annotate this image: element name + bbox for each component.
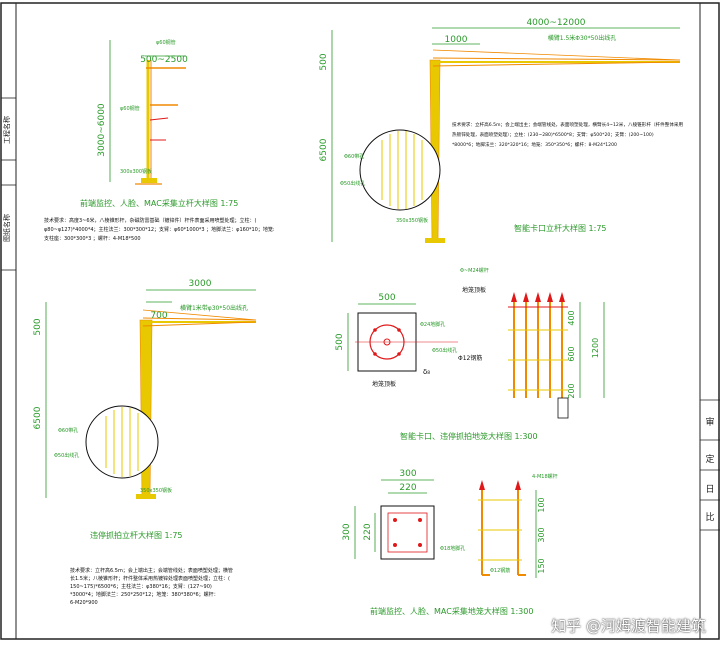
watermark: 知乎 @河姆渡智能建筑 bbox=[551, 617, 706, 635]
d2-dim-arm-total: 4000~12000 bbox=[526, 18, 585, 28]
d2-label-base: 350x350钢板 bbox=[396, 217, 428, 224]
d5-title: 前端监控、人脸、MAC采集地笼大样图 1:300 bbox=[370, 606, 533, 616]
d4-title: 智能卡口、违停抓拍地笼大样图 1:300 bbox=[400, 431, 538, 441]
d1-tech-2: φ80~φ127)*4000*4；主柱法兰：300*300*12；支臂：φ60*… bbox=[44, 226, 275, 233]
d4-label-right1: Φ24地脚孔 bbox=[420, 321, 445, 328]
d1-dim-height: 3000~6000 bbox=[97, 103, 107, 157]
d5-dim-side-mid: 300 bbox=[537, 527, 546, 542]
right-strip-mark-3: 日 bbox=[705, 484, 714, 495]
d3-label-pipe60: Φ60带孔 bbox=[58, 427, 78, 434]
d4-dim-side-total: 1200 bbox=[591, 338, 600, 358]
d2-arm-label: 横臂1.5米Φ30*50出线孔 bbox=[548, 34, 617, 42]
d5-label-steel: Φ12钢筋 bbox=[490, 567, 510, 574]
d4-label-plate: 地笼顶板 bbox=[372, 380, 396, 388]
d4-dim-side-bottom: 200 bbox=[567, 383, 576, 398]
d2-tech-1: 技术要求：立杆高6.5m；会上端出主；会端管线处，表面喷塑处理，横臂长4~12米… bbox=[452, 121, 684, 128]
d3-dim-arm-total: 3000 bbox=[189, 279, 212, 289]
d5-label-top: 4-M18螺杆 bbox=[532, 473, 558, 480]
pole-detail-parking-enforcement: 3000 700 横臂1米带φ30*50出线孔 500 6500 Φ60带孔 Φ… bbox=[33, 279, 257, 606]
left-strip-label-2: 图纸名称 bbox=[2, 214, 11, 242]
d4-dim-w: 500 bbox=[378, 293, 395, 303]
d4-label-rebar: 地笼顶板 bbox=[462, 286, 486, 294]
d3-tech-3: 150~175)*6500*6；主柱法兰：φ380*16；支臂：(127~90) bbox=[70, 583, 212, 590]
d4-dim-side-mid: 600 bbox=[567, 346, 576, 361]
d3-tech-4: *3000*4；地脚法兰：250*250*12；地笼：380*380*6；螺杆： bbox=[70, 591, 219, 598]
right-strip-mark-2: 定 bbox=[705, 453, 714, 465]
right-strip-mark-1: 审 bbox=[705, 416, 714, 428]
d2-tech-2: 热镀锌处理，表面喷塑处理）；立柱：(230~280)*6500*8；支臂：φ50… bbox=[452, 131, 654, 138]
d2-title: 智能卡口立杆大样图 1:75 bbox=[514, 223, 607, 233]
d5-dim-side-top: 100 bbox=[537, 497, 546, 512]
d5-dim-side-bottom: 150 bbox=[537, 558, 546, 573]
right-strip-mark-4: 比 bbox=[705, 511, 714, 523]
d1-label-top: φ60钢管 bbox=[156, 39, 176, 46]
d2-dim-arm-seg: 1000 bbox=[445, 35, 468, 45]
d4-label-top-rebar: Φ~M24螺杆 bbox=[460, 267, 489, 274]
pole-detail-smart-checkpoint: 4000~12000 1000 横臂1.5米Φ30*50出线孔 500 6500… bbox=[319, 18, 684, 243]
d1-label-mid: φ60钢管 bbox=[120, 105, 140, 112]
d3-title: 违停抓拍立杆大样图 1:75 bbox=[90, 530, 183, 540]
d4-dim-side-top: 400 bbox=[567, 310, 576, 325]
d5-dim-h: 300 bbox=[342, 523, 352, 540]
d3-dim-height: 6500 bbox=[33, 406, 43, 429]
cage-detail-front-camera: 300 220 300 220 Φ18地脚孔 4-M18螺杆 Φ12钢筋 100… bbox=[342, 469, 558, 616]
d3-dim-arm-seg: 700 bbox=[150, 311, 167, 321]
d3-dim-top: 500 bbox=[33, 318, 43, 335]
d1-dim-arm: 500~2500 bbox=[140, 55, 188, 65]
d5-dim-h-inner: 220 bbox=[363, 523, 373, 540]
d1-label-base: 300x300钢板 bbox=[120, 168, 152, 175]
d3-tech-5: 6-M20*900 bbox=[70, 600, 98, 606]
d1-title: 前端监控、人脸、MAC采集立杆大样图 1:75 bbox=[80, 198, 238, 208]
pole-detail-front-camera: 500~2500 3000~6000 φ60钢管 φ60钢管 300x300钢板… bbox=[44, 39, 275, 242]
d5-dim-inner: 220 bbox=[399, 483, 416, 493]
left-strip-label-1: 工程名称 bbox=[2, 116, 11, 144]
cage-detail-checkpoint: 500 500 地笼顶板 Φ24地脚孔 Φ50出线孔 δ₈ Φ~M24螺杆 地笼… bbox=[335, 267, 605, 441]
d5-dim-outer: 300 bbox=[399, 469, 416, 479]
d3-label-pipe50: Φ50出线孔 bbox=[54, 452, 79, 459]
d4-label-steel: Φ12钢筋 bbox=[458, 354, 482, 362]
d2-tech-3: *8000*6；地脚法兰：320*320*16；地笼：350*350*6；螺杆：… bbox=[452, 141, 617, 148]
d2-dim-top: 500 bbox=[319, 53, 329, 70]
d3-tech-1: 技术要求：立杆高6.5m；会上端出主；会端管线处；表面喷塑处理；横管 bbox=[70, 567, 233, 574]
d5-label-hole: Φ18地脚孔 bbox=[440, 545, 465, 552]
d1-tech-3: 支柱座：300*300*3 ；螺杆：4-M18*500 bbox=[44, 235, 141, 242]
d4-label-angle: δ₈ bbox=[423, 368, 430, 376]
d3-tech-2: 长1.5米；八棱锥形杆；杆件整体采用热镀锌处理表面喷塑处理；立柱：( bbox=[70, 575, 230, 582]
d2-label-pipe60: Φ60带孔 bbox=[344, 153, 364, 160]
d3-arm-label: 横臂1米带φ30*50出线孔 bbox=[180, 304, 248, 312]
d2-dim-height: 6500 bbox=[319, 138, 329, 161]
d3-label-base: 350x350钢板 bbox=[140, 487, 172, 494]
d4-dim-h: 500 bbox=[335, 333, 345, 350]
d4-label-right2: Φ50出线孔 bbox=[432, 347, 457, 354]
d1-tech-1: 技术要求：高度3~6米，八棱锥形杆，杂磁防雷基础（镀锌件）杆件表面采用喷塑处理；… bbox=[44, 217, 257, 224]
d2-label-pipe50: Φ50出线孔 bbox=[340, 180, 365, 187]
